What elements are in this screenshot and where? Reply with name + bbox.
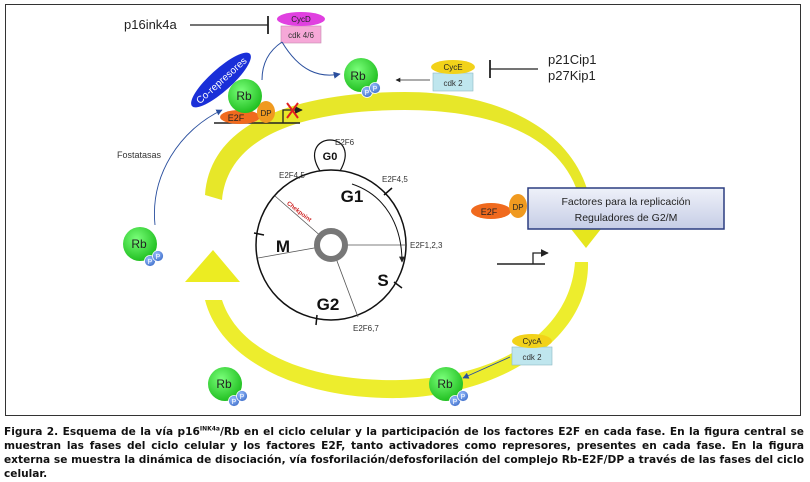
rb-label: Rb bbox=[131, 237, 147, 251]
figure-caption: Figura 2. Esquema de la vía p16INK4a/Rb … bbox=[4, 425, 804, 481]
target-line-1: Factores para la replicación bbox=[562, 196, 691, 208]
dp-label: DP bbox=[512, 203, 523, 212]
cell-cycle-wheel: G0 G1 S G2 M Chekpoint E2F6 E2F4,5 bbox=[253, 138, 443, 333]
rb-phosphorylated-left: Rb P P bbox=[123, 227, 164, 267]
p16-inhibitor: p16ink4a bbox=[124, 16, 269, 34]
rb-circle bbox=[208, 367, 242, 401]
cyce-label: CycE bbox=[443, 63, 462, 72]
g0-label: G0 bbox=[323, 151, 338, 163]
cyce-ellipse bbox=[431, 60, 475, 74]
svg-text:P: P bbox=[156, 254, 161, 261]
rb-phosphorylated-top: Rb P P bbox=[344, 58, 381, 98]
cyca-label: CycA bbox=[522, 337, 542, 346]
dp-label: DP bbox=[260, 109, 271, 118]
rb-circle bbox=[228, 79, 262, 113]
svg-text:P: P bbox=[365, 90, 370, 97]
svg-text:P: P bbox=[240, 394, 245, 401]
svg-text:P: P bbox=[148, 259, 153, 266]
free-e2f-dp: E2F DP bbox=[471, 194, 527, 219]
g0-loop bbox=[314, 139, 346, 172]
phase-g2: G2 bbox=[317, 295, 340, 314]
active-transcription-arrow bbox=[497, 249, 549, 265]
p27-label: p27Kip1 bbox=[548, 68, 596, 83]
cycle-arrowhead-left bbox=[185, 250, 240, 282]
e2f-ellipse bbox=[220, 110, 260, 124]
e2f123-label: E2F1,2,3 bbox=[410, 241, 443, 250]
phosphatases-label: Fostatasas bbox=[117, 150, 162, 160]
phase-s: S bbox=[377, 271, 388, 290]
cdk2-a-label: cdk 2 bbox=[522, 353, 542, 362]
rb-label: Rb bbox=[216, 377, 232, 391]
phosphate-icon bbox=[457, 390, 469, 402]
rb-circle bbox=[123, 227, 157, 261]
rb-circle bbox=[344, 58, 378, 92]
e2f-label: E2F bbox=[228, 113, 245, 123]
rb-label: Rb bbox=[350, 69, 366, 83]
cyca-cdk2-complex: cdk 2 CycA bbox=[511, 334, 553, 366]
rb-phosphorylated-bottom-left: Rb P P bbox=[208, 367, 248, 407]
svg-text:P: P bbox=[453, 399, 458, 406]
e2f67-label: E2F6,7 bbox=[353, 324, 379, 333]
center-ring bbox=[314, 228, 348, 262]
rb-phosphorylated-bottom-right: Rb P P bbox=[429, 367, 469, 407]
p21-label: p21Cip1 bbox=[548, 52, 596, 67]
p21-p27-inhibitors: p21Cip1 p27Kip1 bbox=[489, 52, 596, 83]
cyca-ellipse bbox=[512, 334, 552, 348]
svg-text:P: P bbox=[373, 86, 378, 93]
phase-m: M bbox=[276, 237, 290, 256]
cdk2-e-label: cdk 2 bbox=[443, 79, 463, 88]
phosphate-icon bbox=[369, 82, 381, 94]
p16-label: p16ink4a bbox=[124, 17, 178, 32]
caption-superscript: INK4a bbox=[199, 425, 220, 433]
e2f45-right-label: E2F4,5 bbox=[382, 175, 408, 184]
phase-g1: G1 bbox=[341, 187, 364, 206]
rb-label: Rb bbox=[437, 377, 453, 391]
rb-circle bbox=[429, 367, 463, 401]
figure-frame bbox=[5, 4, 801, 416]
svg-text:P: P bbox=[461, 394, 466, 401]
caption-text-start: Figura 2. Esquema de la vía p16 bbox=[4, 426, 200, 438]
cycd-ellipse bbox=[277, 12, 325, 26]
rb-label: Rb bbox=[236, 89, 252, 103]
svg-text:P: P bbox=[232, 399, 237, 406]
dp-ellipse bbox=[257, 101, 275, 123]
cdk46-label: cdk 4/6 bbox=[288, 31, 314, 40]
g1-progress-arrow bbox=[351, 183, 405, 263]
target-genes-box: Factores para la replicación Reguladores… bbox=[527, 187, 725, 230]
phosphate-icon bbox=[152, 250, 164, 262]
cycle-arc-bottom bbox=[205, 262, 589, 399]
e2f-ellipse bbox=[471, 203, 511, 219]
e2f-label: E2F bbox=[481, 207, 498, 217]
cyce-cdk2-complex: cdk 2 CycE bbox=[431, 60, 475, 92]
cycd-cdk46-complex: cdk 4/6 CycD bbox=[277, 12, 325, 44]
caption-text-end: /Rb en el ciclo celular y la participaci… bbox=[4, 426, 804, 480]
rb-e2f-dp-repressor-complex: Co-represores E2F DP Rb bbox=[191, 52, 303, 124]
pathway-diagram: p16ink4a cdk 4/6 CycD p21Cip1 p27Kip1 cd… bbox=[117, 12, 725, 407]
e2f45-left-label: E2F4,5 bbox=[279, 171, 305, 180]
phosphate-icon bbox=[236, 390, 248, 402]
cycle-arc-top bbox=[205, 92, 590, 200]
e2f6-top-label: E2F6 bbox=[335, 138, 355, 147]
cycd-label: CycD bbox=[291, 15, 311, 24]
target-line-2: Reguladores de G2/M bbox=[575, 212, 678, 224]
dp-ellipse bbox=[509, 194, 527, 218]
